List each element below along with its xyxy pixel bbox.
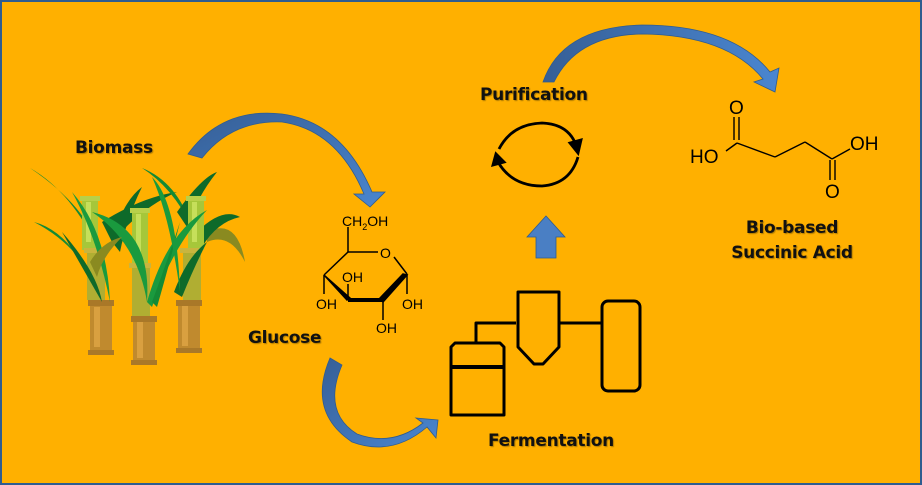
glucose-ring-oxygen: O <box>380 245 391 261</box>
succinic-bottom-oxygen: O <box>825 182 840 203</box>
arrow-glucose-to-fermentation <box>321 357 439 448</box>
recycle-cycle-icon <box>491 121 583 188</box>
feed-tank <box>449 341 506 417</box>
succinic-acid-structure <box>725 117 851 180</box>
fermentation-equipment-icon <box>449 290 642 417</box>
fermenter-vessel <box>516 290 561 366</box>
glucose-ch2oh: CH2OH <box>342 213 388 232</box>
arrow-purification-to-product <box>542 24 780 93</box>
glucose-labels: CH2OH O OH OH OH OH <box>316 213 423 336</box>
product-label-line2: Succinic Acid <box>731 243 853 263</box>
glucose-oh-c3: OH <box>342 269 363 285</box>
succinic-acid-labels: O HO OH O <box>690 98 879 203</box>
glucose-oh-c2: OH <box>376 320 397 336</box>
succinic-left-hydroxyl: HO <box>690 147 719 168</box>
glucose-label: Glucose <box>248 328 322 348</box>
glucose-oh-c4: OH <box>316 296 337 312</box>
product-label-line1: Bio-based <box>745 218 839 238</box>
arrow-biomass-to-glucose <box>187 112 386 208</box>
product-label: Bio-based Succinic Acid <box>722 216 862 266</box>
arrow-fermentation-to-purification <box>526 215 566 259</box>
succinic-right-hydroxyl: OH <box>850 134 879 155</box>
glucose-structure <box>323 227 409 320</box>
glucose-oh-c1: OH <box>402 296 423 312</box>
storage-tank <box>600 299 642 393</box>
succinic-top-oxygen: O <box>729 98 744 119</box>
purification-label: Purification <box>480 85 588 105</box>
fermentation-label: Fermentation <box>488 431 614 451</box>
biomass-label: Biomass <box>75 138 153 158</box>
pipe-left <box>474 321 516 343</box>
sugarcane-icon <box>30 168 245 365</box>
